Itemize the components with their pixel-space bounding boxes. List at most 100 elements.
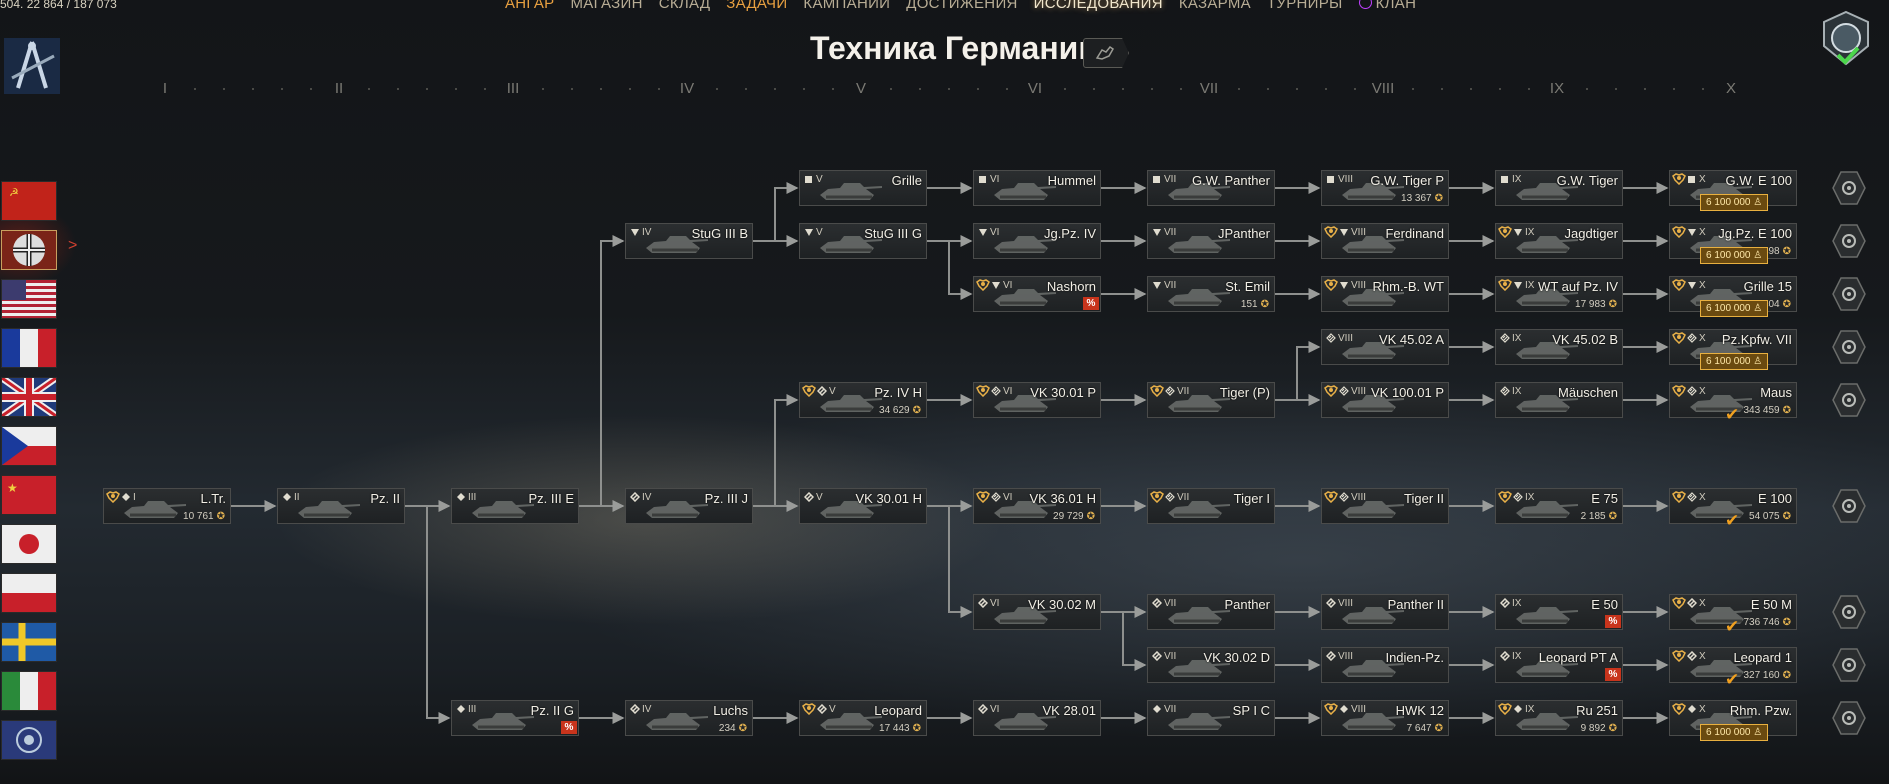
tank-name: Mäuschen [1558, 385, 1618, 400]
nation-flag-ussr[interactable]: ☭ [1, 181, 57, 221]
nav-item-5[interactable]: ДОСТИЖЕНИЯ [906, 0, 1017, 12]
class-heavy-icon [1687, 386, 1697, 396]
tier-dot [1267, 88, 1269, 90]
nav-item-6[interactable]: ИССЛЕДОВАНИЯ [1034, 0, 1163, 12]
nation-flag-japan[interactable] [1, 524, 57, 564]
price-value: 6 100 000 [1706, 197, 1751, 208]
page-title: Техника Германии [810, 30, 1098, 66]
nav-item-8[interactable]: ТУРНИРЫ [1267, 0, 1343, 12]
tank-silhouette-icon [1516, 342, 1578, 359]
class-td-icon [1514, 282, 1522, 289]
tank-name: G.W. Tiger P [1370, 173, 1444, 188]
nation-flag-usa[interactable] [1, 279, 57, 319]
tank-tier: V [816, 492, 823, 503]
collector-vehicle-button[interactable] [1831, 170, 1867, 206]
tier-label-4: IV [679, 80, 695, 97]
nation-flag-italy[interactable] [1, 671, 57, 711]
nation-flag-china[interactable]: ★ [1, 475, 57, 515]
price-value: 6 100 000 [1706, 250, 1751, 261]
premium-shop-button[interactable] [1083, 38, 1129, 68]
compass-logo-icon[interactable] [4, 38, 60, 94]
nav-item-0[interactable]: АНГАР [505, 0, 554, 12]
collector-vehicle-button[interactable] [1831, 594, 1867, 630]
rank-badge-icon[interactable] [1818, 10, 1874, 70]
nav-item-7[interactable]: КАЗАРМА [1179, 0, 1251, 12]
collector-vehicle-button[interactable] [1831, 223, 1867, 259]
nav-item-1[interactable]: МАГАЗИН [570, 0, 642, 12]
nation-flag-poland[interactable] [1, 573, 57, 613]
nav-item-2[interactable]: СКЛАД [659, 0, 711, 12]
nation-flag-germany[interactable] [1, 230, 57, 270]
collector-vehicle-button[interactable] [1831, 647, 1867, 683]
nav-item-4[interactable]: КАМПАНИИ [803, 0, 890, 12]
collector-vehicle-button[interactable] [1831, 382, 1867, 418]
nation-flag-sweden[interactable] [1, 622, 57, 662]
collector-vehicle-button[interactable] [1831, 488, 1867, 524]
collector-vehicle-button[interactable] [1831, 329, 1867, 365]
nation-flag-uk[interactable] [1, 377, 57, 417]
nav-item-9[interactable]: КЛАН [1358, 0, 1417, 12]
nav-item-3[interactable]: ЗАДАЧИ [726, 0, 787, 12]
collector-vehicle-button[interactable] [1831, 700, 1867, 736]
collector-vehicle-button[interactable] [1831, 276, 1867, 312]
nation-flag-france[interactable] [1, 328, 57, 368]
nation-flag-international[interactable] [1, 720, 57, 760]
nation-flag-czech[interactable] [1, 426, 57, 466]
tank-node-jgpze100[interactable]: XJg.Pz. E 10018 4986 100 000 ♙ [1669, 223, 1797, 264]
tier-dot [194, 88, 196, 90]
